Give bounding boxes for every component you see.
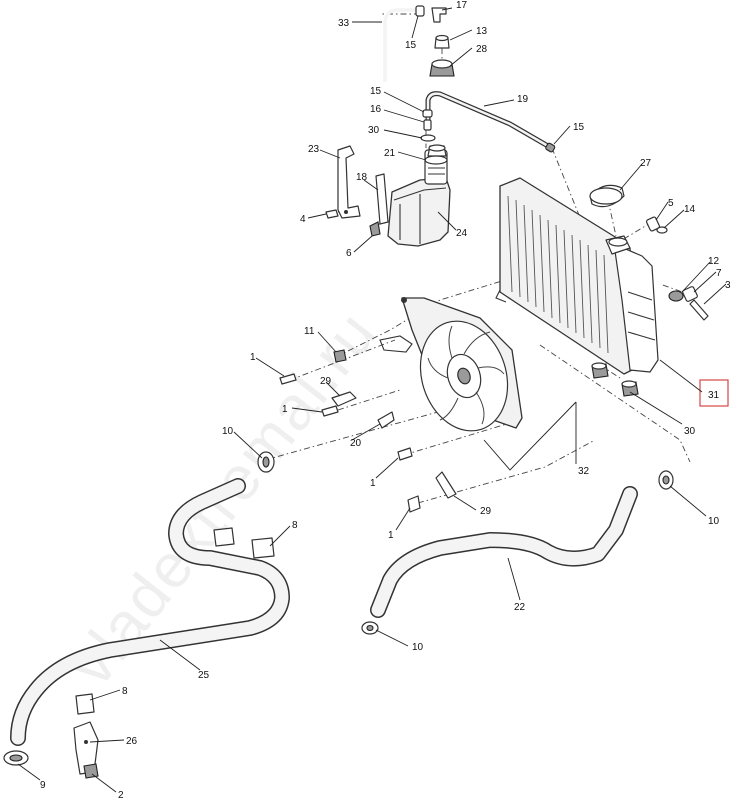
callout-21: 21 — [384, 148, 396, 159]
bolt-4-tank[interactable] — [325, 209, 339, 219]
tank-bracket-23[interactable] — [337, 145, 361, 219]
highlight-box-31 — [699, 379, 729, 407]
bolt-1-b[interactable] — [321, 405, 339, 417]
nut-11[interactable] — [333, 349, 347, 363]
callout-27: 27 — [640, 158, 652, 169]
washer-14[interactable] — [656, 226, 668, 234]
callout-30-tank: 30 — [368, 125, 380, 136]
bracket-29-b[interactable] — [435, 471, 457, 499]
fitting-17[interactable] — [431, 7, 447, 23]
hose-25[interactable] — [10, 478, 290, 746]
hose-clamp-9[interactable] — [3, 750, 29, 766]
hose-clamp-10-b[interactable] — [658, 470, 674, 490]
callout-14: 14 — [684, 204, 696, 215]
callout-31: 31 — [708, 390, 720, 401]
strap-18[interactable] — [375, 173, 389, 225]
clamp-15-mid[interactable] — [422, 109, 433, 118]
callout-1-c: 1 — [370, 478, 376, 489]
nut-2[interactable] — [83, 763, 99, 779]
callout-1-d: 1 — [388, 530, 394, 541]
hose-22[interactable] — [370, 486, 638, 618]
bracket-29-a[interactable] — [331, 391, 357, 407]
callout-10-c: 10 — [412, 642, 424, 653]
callout-10-a: 10 — [222, 426, 234, 437]
callout-11: 11 — [304, 326, 315, 337]
callout-29-b: 29 — [480, 506, 492, 517]
callout-15-right: 15 — [573, 122, 585, 133]
callout-26: 26 — [126, 736, 138, 747]
callout-1-b: 1 — [282, 404, 288, 415]
callout-numbers: 33 15 17 13 28 15 16 19 30 15 21 23 18 4… — [40, 0, 731, 800]
callout-28: 28 — [476, 44, 488, 55]
callout-18: 18 — [356, 172, 368, 183]
expansion-tank-24[interactable] — [387, 144, 451, 247]
callout-3: 3 — [725, 280, 731, 291]
callout-22: 22 — [514, 602, 526, 613]
grommet-13[interactable] — [434, 34, 450, 49]
washer-30-tank[interactable] — [420, 134, 436, 142]
callout-6: 6 — [346, 248, 352, 259]
bolt-1-d[interactable] — [407, 495, 421, 513]
callout-15-top: 15 — [405, 40, 417, 51]
callout-19: 19 — [517, 94, 529, 105]
callout-5: 5 — [668, 198, 674, 209]
radiator-fins — [507, 195, 609, 354]
callout-20: 20 — [350, 438, 362, 449]
callout-33: 33 — [338, 18, 350, 29]
washer-12[interactable] — [668, 290, 684, 302]
callout-9: 9 — [40, 780, 46, 791]
tank-cap-28[interactable] — [429, 59, 455, 77]
callout-24: 24 — [456, 228, 468, 239]
bolt-5[interactable] — [645, 216, 661, 232]
nut-6[interactable] — [369, 221, 381, 237]
fan-shroud-32[interactable] — [379, 297, 523, 442]
radiator-cap-27[interactable] — [589, 184, 625, 208]
rubber-mount-30a[interactable] — [591, 362, 609, 379]
callout-7: 7 — [716, 268, 722, 279]
rubber-mount-30b[interactable] — [621, 380, 639, 397]
bolt-3[interactable] — [689, 299, 709, 321]
callout-30-radiator: 30 — [684, 426, 696, 437]
callout-12: 12 — [708, 256, 720, 267]
leader-lines — [17, 7, 727, 793]
fan-blades — [427, 325, 505, 425]
clamp-21[interactable] — [424, 155, 448, 165]
hose-holder-8-b[interactable] — [251, 537, 275, 559]
callout-16: 16 — [370, 104, 382, 115]
callout-13: 13 — [476, 26, 488, 37]
hose-clamp-10-c[interactable] — [361, 621, 379, 635]
clip-20[interactable] — [377, 411, 395, 429]
callout-29-a: 29 — [320, 376, 332, 387]
callout-4: 4 — [300, 214, 306, 225]
hose-holder-8-a[interactable] — [213, 527, 235, 547]
fitting-16[interactable] — [423, 119, 432, 131]
overflow-hose-33[interactable] — [383, 8, 420, 82]
callout-32: 32 — [578, 466, 590, 477]
clamp-15-top[interactable] — [415, 5, 425, 17]
callout-10-b: 10 — [708, 516, 720, 527]
callout-17: 17 — [456, 0, 468, 11]
callout-25: 25 — [198, 670, 210, 681]
spacer-7[interactable] — [682, 286, 698, 302]
callout-1-a: 1 — [250, 352, 256, 363]
callout-23: 23 — [308, 144, 320, 155]
hose-holder-8-c[interactable] — [75, 693, 95, 715]
hose-clamp-10-a[interactable] — [257, 451, 275, 473]
callout-8-a: 8 — [292, 520, 298, 531]
clamp-15-right[interactable] — [545, 142, 556, 153]
callout-2: 2 — [118, 790, 124, 800]
callout-15-mid: 15 — [370, 86, 382, 97]
callout-8-b: 8 — [122, 686, 128, 697]
bolt-1-a[interactable] — [279, 373, 297, 385]
bolt-1-c[interactable] — [397, 447, 413, 461]
radiator-31[interactable] — [495, 177, 659, 375]
vent-hose-19[interactable] — [425, 91, 550, 149]
